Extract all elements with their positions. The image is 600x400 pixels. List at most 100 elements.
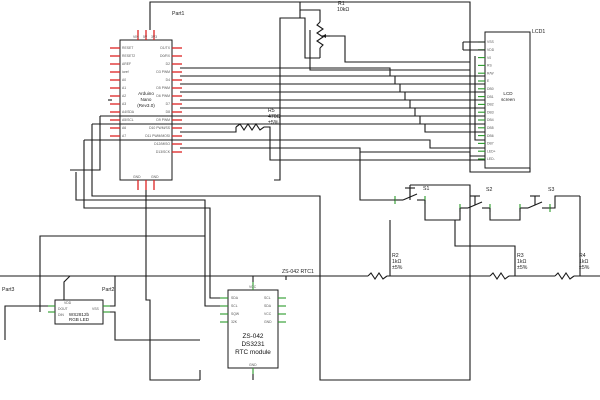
rtc-left-pin-sda: SDA [231,296,239,300]
arduino-title: Arduino [138,91,154,96]
rtc-module[interactable] [220,282,286,374]
r2-resistor[interactable] [367,272,388,280]
arduino-left-pin-label: A2 [122,94,126,98]
arduino-top-pin-3v3: 3V3 [151,35,157,39]
lcd-pin-label: DB6 [487,134,494,138]
r3-resistor[interactable] [489,272,510,280]
arduino-left-pin-label: A4/SDA [122,110,135,114]
r1-name: R1 [338,1,345,7]
switch-s3-label: S3 [548,187,554,193]
arduino-left-pin-label: A7 [122,134,126,138]
rtc-left-pin-sqw: SQW [231,312,240,316]
rtc-left-pin-scl: SCL [231,304,238,308]
arduino-left-pin-label: A0 [122,78,126,82]
r4-value: 1kΩ [579,259,588,265]
part3-label: Part3 [2,287,15,293]
lcd-subtitle: screen [501,97,515,102]
r5-value: 470Ω [268,114,281,120]
rtc-right-pin-scl: SCL [264,296,271,300]
r5-tolerance: ±5% [268,120,279,126]
r4-resistor[interactable] [554,272,575,280]
arduino-right-pin-label: D11 PWM/MOSI [145,134,170,138]
lcd-pin-label: RS [487,64,492,68]
rtc-vcc-label: VCC [249,285,257,289]
arduino-left-pin-label: RESET2 [122,54,135,58]
lcd-pin-label: DB4 [487,118,494,122]
lcd-part-label: LCD1 [532,29,545,35]
led-pin-vss: VSS [92,307,100,311]
r2-tolerance: ±5% [392,265,403,271]
r5-resistor[interactable] [235,123,265,131]
arduino-right-pin-label: D2 [166,62,170,66]
led-part-label: Part2 [102,287,115,293]
led-pin-dout: DOUT [58,307,68,311]
led-type: RGB LED [69,317,90,322]
rtc-line3: RTC module [235,349,271,356]
r5-name: R5 [268,108,275,114]
arduino-right-pin-label: D7 [166,102,170,106]
switch-s2[interactable] [459,195,491,212]
rtc-line2: DS3231 [241,341,265,348]
lcd-screen[interactable]: VSSVDDV0RSR/WEDB0DB1DB2DB3DB4DB5DB6DB7LE… [478,31,531,169]
arduino-right-pin-label: D0/RX [160,54,171,58]
r1-value: 10kΩ [337,7,349,13]
arduino-right-pin-label: D12/MISO [154,142,170,146]
rtc-right-pin-sda: SDA [264,304,272,308]
lcd-pin-label: DB5 [487,126,494,130]
arduino-right-pin-label: D6 PWM [156,94,170,98]
arduino-left-pin-label: AREF [122,62,131,66]
rtc-right-pin-gnd: GND [264,320,272,324]
lcd-pin-label: DB3 [487,110,494,114]
wires [0,1,600,381]
led-pin-vdd: VDD [64,301,72,305]
r4-tolerance: ±5% [579,265,590,271]
arduino-right-pin-label: D5 PWM [156,86,170,90]
rtc-part-label: ZS-042 RTC1 [282,269,314,275]
lcd-pin-label: VSS [487,40,495,44]
switch-s2-label: S2 [486,187,492,193]
arduino-right-pin-label: D8 [166,110,170,114]
arduino-right-pin-label: D1/TX [160,46,170,50]
switch-s1-label: S1 [423,186,429,192]
ws2812b-led[interactable] [48,299,110,325]
r4-name: R4 [579,253,586,259]
arduino-right-pin-label: D4 [166,78,170,82]
r3-value: 1kΩ [517,259,526,265]
arduino-left-pin-label: A5/SCL [122,118,134,122]
arduino-left-pin-label: ioref [122,70,129,74]
rtc-left-pin-32k: 32K [231,320,238,324]
arduino-left-pin-label: A3 [122,102,126,106]
lcd-pin-label: E [487,79,490,83]
arduino-right-pin-label: D3 PWM [156,70,170,74]
led-name: WS2812b [69,312,90,317]
rtc-gnd-label: GND [249,363,257,367]
r1-potentiometer[interactable] [316,12,330,58]
arduino-right-pin-label: D13/SCK [156,150,171,154]
lcd-pin-label: R/W [487,71,494,75]
r3-tolerance: ±5% [517,265,528,271]
arduino-bottom-pin-gnd2: GND [151,175,159,179]
r2-value: 1kΩ [392,259,401,265]
lcd-pin-label: LED- [487,157,495,161]
arduino-left-pin-label: A6 [122,126,126,130]
switch-s3[interactable] [519,195,551,212]
r3-name: R3 [517,253,524,259]
arduino-part-label: Part1 [172,11,185,17]
lcd-pin-label: DB2 [487,103,494,107]
arduino-left-pin-label: A1 [122,86,126,90]
led-pin-din: DIN [58,313,64,317]
arduino-right-pin-label: D9 PWM [156,118,170,122]
lcd-pin-label: DB0 [487,87,494,91]
arduino-subtitle: Nano [141,97,152,102]
lcd-pin-label: LED+ [487,149,496,153]
r2-name: R2 [392,253,399,259]
arduino-top-pin-vin: VIN [133,35,139,39]
arduino-left-pin-label: RESET [122,46,133,50]
lcd-pin-label: VDD [487,48,495,52]
lcd-pin-label: DB7 [487,142,494,146]
rtc-line1: ZS-042 [243,333,264,340]
arduino-rev: (Rev3.0) [137,103,155,108]
